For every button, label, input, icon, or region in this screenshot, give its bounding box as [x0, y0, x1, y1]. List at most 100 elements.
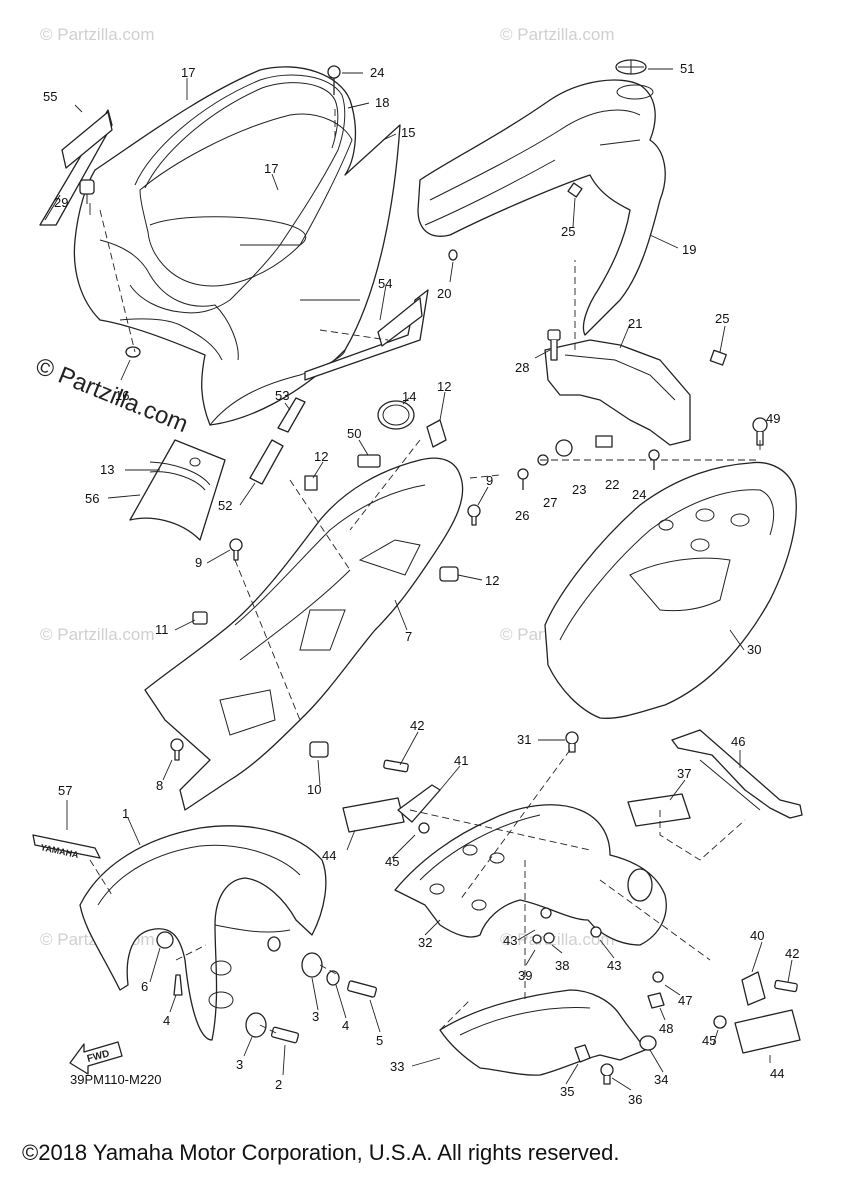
callout-label: 17: [181, 65, 195, 80]
callout-label: 45: [385, 854, 399, 869]
callout-label: 2: [275, 1077, 282, 1092]
reflector-44-left[interactable]: [342, 759, 441, 834]
callout-label: 25: [715, 311, 729, 326]
callout-label: 44: [770, 1066, 784, 1081]
callout-label: 37: [677, 766, 691, 781]
callout-label: 33: [390, 1059, 404, 1074]
callout-label: 42: [785, 946, 799, 961]
callout-label: 12: [485, 573, 499, 588]
rear-fender-32[interactable]: [394, 804, 667, 946]
callout-label: 55: [43, 89, 57, 104]
front-fender-1[interactable]: [79, 825, 327, 1041]
cap-51[interactable]: [615, 59, 647, 75]
watermark: © Partzilla.com: [40, 625, 155, 644]
rear-side-cowl[interactable]: [73, 66, 401, 426]
callout-label: 24: [632, 487, 646, 502]
watermark: © Partzilla.com: [40, 25, 155, 44]
callout-label: 29: [54, 195, 68, 210]
fasteners-22-27[interactable]: [517, 435, 660, 490]
callout-label: 3: [312, 1009, 319, 1024]
callout-label: 21: [628, 316, 642, 331]
callout-label: 12: [314, 449, 328, 464]
fasteners-rear[interactable]: [532, 907, 665, 1085]
clip-29[interactable]: [79, 179, 95, 204]
callout-label: 40: [750, 928, 764, 943]
callout-label: 54: [378, 276, 392, 291]
under-cover-30[interactable]: [544, 461, 797, 719]
callout-label: 14: [402, 389, 416, 404]
washer-20[interactable]: [448, 249, 458, 261]
callout-label: 47: [678, 993, 692, 1008]
seat-strap[interactable]: [119, 74, 346, 361]
callout-label: 32: [418, 935, 432, 950]
fasteners-7[interactable]: [170, 400, 481, 761]
callout-label: 1: [122, 806, 129, 821]
callout-label: 23: [572, 482, 586, 497]
under-fender-33[interactable]: [439, 989, 657, 1076]
callout-label: 56: [85, 491, 99, 506]
yamaha-decal-57[interactable]: YAMAHA: [32, 834, 101, 860]
callout-label: 5: [376, 1033, 383, 1048]
flap-56[interactable]: [129, 439, 226, 541]
copyright-text: ©2018 Yamaha Motor Corporation, U.S.A. A…: [22, 1140, 619, 1165]
callout-label: 13: [100, 462, 114, 477]
callout-label: 8: [156, 778, 163, 793]
callout-label: 43: [607, 958, 621, 973]
brand-watermark: © Partzilla.com: [32, 353, 192, 439]
side-decal-54[interactable]: [304, 289, 429, 381]
callout-label: 34: [654, 1072, 668, 1087]
callout-label: 6: [141, 979, 148, 994]
pad-52-53[interactable]: [249, 397, 306, 485]
grommet-16[interactable]: [125, 346, 141, 358]
callout-label: 41: [454, 753, 468, 768]
callout-label: 18: [375, 95, 389, 110]
bracket-21[interactable]: [544, 339, 727, 446]
rear-fender-inner-7[interactable]: [144, 457, 464, 811]
bolt-49[interactable]: [752, 417, 768, 446]
callout-label: 42: [410, 718, 424, 733]
fwd-arrow: FWD: [69, 1041, 123, 1075]
callout-label: 22: [605, 477, 619, 492]
dashed-lines: [89, 105, 760, 1034]
callout-label: 44: [322, 848, 336, 863]
bolt-28[interactable]: [547, 329, 561, 361]
front-fender-hardware[interactable]: [156, 931, 378, 1044]
callout-label: 53: [275, 388, 289, 403]
callout-label: 15: [401, 125, 415, 140]
callout-label: 9: [195, 555, 202, 570]
callout-label: 4: [163, 1013, 170, 1028]
callout-label: 9: [486, 473, 493, 488]
callout-label: 48: [659, 1021, 673, 1036]
callout-label: 45: [702, 1033, 716, 1048]
callout-label: 10: [307, 782, 321, 797]
screw-top[interactable]: [327, 65, 341, 95]
callout-label: 20: [437, 286, 451, 301]
reflector-37[interactable]: [627, 793, 691, 827]
callout-label: 4: [342, 1018, 349, 1033]
watermark: © Partzilla.com: [500, 25, 615, 44]
callout-labels: 17 55 24 18 15 17 29 16 54 51 19 25 20 2…: [43, 61, 799, 1107]
callout-label: 46: [731, 734, 745, 749]
callout-label: 26: [515, 508, 529, 523]
bolt-31[interactable]: [565, 731, 579, 753]
callout-label: 7: [405, 629, 412, 644]
callout-label: 38: [555, 958, 569, 973]
diagram-code: 39PM110-M220: [70, 1072, 162, 1087]
side-decal-55[interactable]: [39, 109, 113, 226]
callout-label: 57: [58, 783, 72, 798]
callout-label: 25: [561, 224, 575, 239]
leader-lines: [66, 68, 793, 1091]
callout-label: 17: [264, 161, 278, 176]
callout-label: 36: [628, 1092, 642, 1107]
callout-label: 27: [543, 495, 557, 510]
callout-label: 28: [515, 360, 529, 375]
callout-label: 30: [747, 642, 761, 657]
callout-label: 52: [218, 498, 232, 513]
reflector-44-right[interactable]: [713, 971, 801, 1054]
bracket-46[interactable]: [671, 729, 803, 819]
callout-label: 12: [437, 379, 451, 394]
callout-label: 11: [155, 622, 169, 637]
callout-label: 24: [370, 65, 384, 80]
callout-label: 39: [518, 968, 532, 983]
tail-cowl[interactable]: [417, 79, 666, 336]
